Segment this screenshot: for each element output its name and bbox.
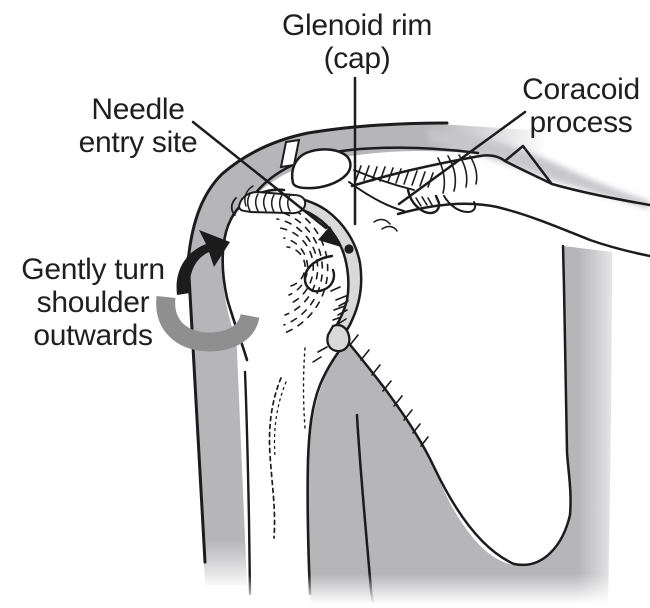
label-turn-line2: shoulder: [36, 286, 150, 319]
label-needle-entry-site: Needle entry site: [79, 93, 198, 159]
label-glenoid-rim-line2: (cap): [323, 42, 391, 75]
label-turn-shoulder: Gently turn shoulder outwards: [21, 253, 165, 352]
clavicle-and-scapula: [230, 144, 650, 258]
label-coracoid-process: Coracoid process: [522, 73, 640, 139]
needle-entry-dot: [344, 244, 354, 254]
label-turn-line1: Gently turn: [21, 253, 165, 286]
needle-arrowhead: [318, 226, 341, 247]
leader-lines: [191, 76, 527, 247]
supraspinatus-hatch: [355, 154, 478, 194]
coracoid-hatch: [415, 196, 433, 207]
needle-leader-line: [191, 120, 328, 230]
scapula-squiggles: [373, 218, 398, 232]
label-glenoid-rim: Glenoid rim (cap): [282, 9, 432, 75]
cap-end-hatch: [337, 300, 349, 325]
label-needle-line1: Needle: [91, 93, 185, 126]
coil-ribs: [247, 193, 291, 213]
bottom-fade: [0, 570, 650, 608]
label-coracoid-line2: process: [529, 106, 633, 139]
glenoid-rim-cap: [254, 194, 363, 353]
label-glenoid-rim-line1: Glenoid rim: [281, 9, 433, 42]
humerus-bone: [221, 188, 357, 608]
label-coracoid-line1: Coracoid: [522, 73, 640, 106]
label-needle-line2: entry site: [78, 126, 198, 159]
rotation-arrow-tail: [156, 295, 260, 352]
axilla-hatch: [349, 334, 429, 447]
rotation-arrow: [156, 230, 260, 352]
humeral-head-hatch: [269, 200, 329, 335]
label-turn-line3: outwards: [33, 319, 153, 352]
coracoid-leader-line: [397, 110, 527, 206]
rotation-arrow-head: [176, 230, 230, 295]
